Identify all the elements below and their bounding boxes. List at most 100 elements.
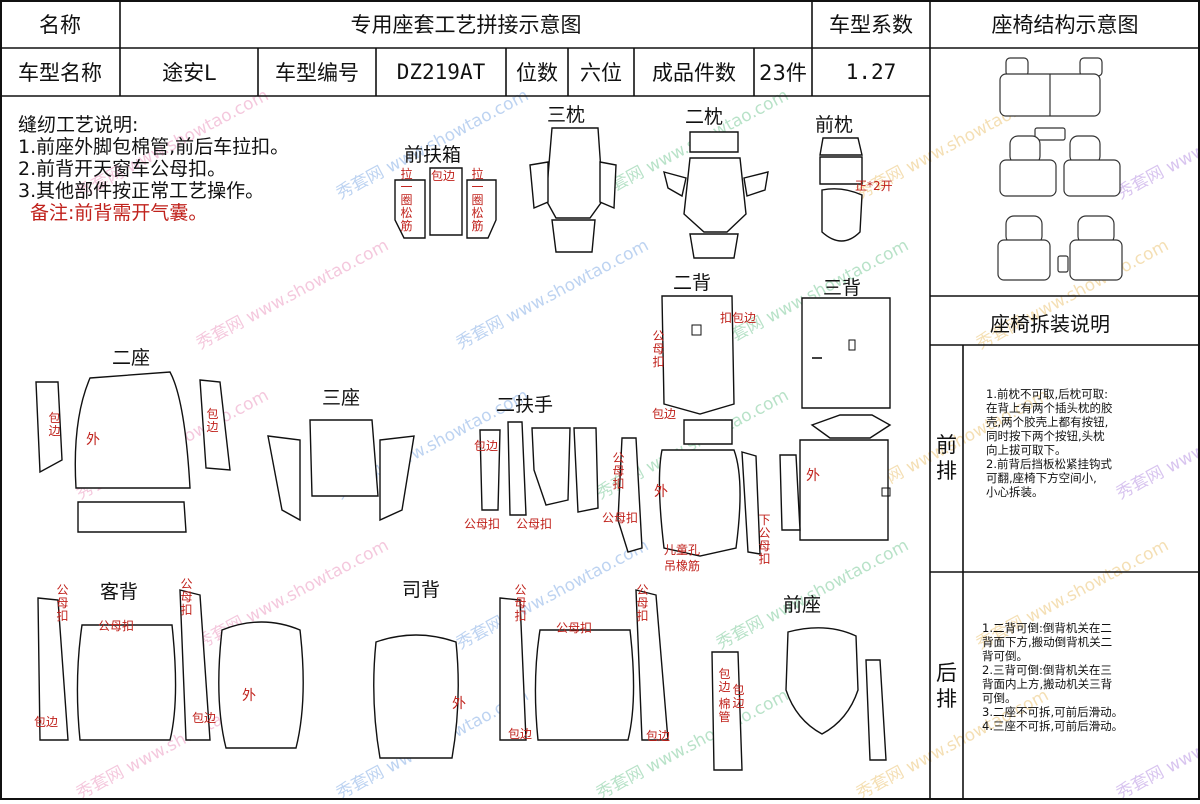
rear-text-line: 3.二座不可拆,可前后滑动。 — [982, 705, 1124, 719]
rear-text-line: 可倒。 — [982, 691, 1017, 705]
ann-snap-armrest-left: 公母扣 — [464, 517, 501, 531]
rear-text-line: 4.三座不可拆,可前后滑动。 — [982, 719, 1124, 733]
second-armrest-piece — [531, 427, 571, 506]
sewing-notes: 缝纫工艺说明: 1.前座外脚包棉管,前后车拉扣。 2.前背开天窗车公母扣。 3.… — [18, 114, 289, 224]
front-headrest-piece — [819, 156, 863, 185]
front-seat-piece — [711, 651, 743, 771]
front-text-line: 在背上有两个插头枕的胶 — [986, 401, 1113, 415]
ann-below-snap: 下公母扣 — [758, 513, 771, 566]
ann-snap-passenger-right: 公母扣 — [180, 577, 193, 617]
ann-wrap-second-seat-left: 包边 — [48, 411, 61, 438]
ann-wrap-second-back: 包边 — [652, 407, 677, 421]
front-row-instructions: 1.前枕不可取,后枕可取: 在背上有两个插头枕的胶 壳,两个胶壳上都有按钮, 同… — [986, 387, 1113, 499]
driver-back-piece — [534, 629, 635, 741]
ann-snap-driver-right: 公母扣 — [636, 583, 649, 623]
ann-wrap-passenger-right: 包边 — [192, 711, 217, 725]
front-row-label: 前排 — [936, 433, 957, 483]
notes-remark: 备注:前背需开气囊。 — [30, 202, 208, 224]
front-text-line: 同时按下两个按钮,头枕 — [986, 429, 1105, 443]
pieces-label: 成品件数 — [652, 61, 736, 85]
third-headrest-piece — [529, 161, 549, 210]
removal-title: 座椅拆装说明 — [990, 312, 1110, 336]
passenger-back-piece — [179, 589, 211, 741]
second-armrest-piece — [507, 421, 527, 516]
rear-text-line: 背面下方,搬动倒背机关二 — [982, 635, 1113, 649]
rear-row-label: 后排 — [936, 661, 957, 711]
model-name-label: 车型名称 — [18, 61, 102, 85]
ann-outside-passenger: 外 — [242, 688, 256, 704]
ann-outside-second-seat: 外 — [86, 432, 100, 448]
ann-snap-second-back: 公母扣 — [652, 329, 665, 369]
model-name: 途安L — [162, 61, 216, 85]
model-no-label: 车型编号 — [275, 61, 359, 85]
third-back-piece — [801, 297, 891, 409]
third-headrest-piece — [599, 161, 617, 210]
rear-text-line: 1.二背可倒:倒背机关在二 — [982, 621, 1112, 635]
ann-outside-driver: 外 — [452, 696, 466, 712]
label-front-headrest: 前枕 — [815, 114, 854, 136]
second-back-piece — [741, 451, 761, 555]
ann-pull-rubber-left: 拉一圈松筋 — [400, 167, 413, 233]
notes-item-3: 3.其他部件按正常工艺操作。 — [18, 180, 265, 202]
second-headrest-piece — [689, 131, 739, 153]
third-seat-piece — [309, 419, 379, 497]
coeff-value: 1.27 — [845, 60, 897, 84]
third-headrest-piece — [545, 127, 604, 219]
second-armrest-piece — [479, 429, 501, 511]
model-coeff-label: 车型系数 — [829, 13, 913, 37]
notes-item-1: 1.前座外脚包棉管,前后车拉扣。 — [18, 136, 290, 158]
second-headrest-piece — [663, 171, 687, 198]
ann-rubber-band: 吊橡筋 — [664, 559, 701, 573]
rear-text-line: 背面内上方,搬动机关三背 — [982, 677, 1113, 691]
ann-snap-passenger-left: 公母扣 — [56, 583, 69, 623]
ann-outside-second-back: 外 — [654, 484, 668, 500]
second-seat-piece — [77, 501, 187, 533]
second-back-piece — [683, 419, 733, 445]
label-second-back: 二背 — [673, 272, 712, 294]
front-text-line: 1.前枕不可取,后枕可取: — [986, 387, 1109, 401]
ann-wrap-driver-left: 包边 — [508, 727, 533, 741]
third-seat-piece — [267, 435, 301, 522]
notes-heading: 缝纫工艺说明: — [18, 114, 139, 136]
second-headrest-piece — [683, 157, 747, 233]
ann-wrap-front-seat-2: 包边 — [732, 683, 745, 710]
front-seat-piece — [785, 627, 859, 735]
front-armbox-piece — [429, 167, 463, 236]
label-third-headrest: 三枕 — [547, 104, 586, 126]
ann-wrap-passenger-left: 包边 — [34, 715, 59, 729]
ann-snap-driver-left: 公母扣 — [514, 583, 527, 623]
model-no: DZ219AT — [396, 60, 486, 84]
pieces-value: 23件 — [759, 61, 807, 85]
label-third-back: 三背 — [823, 277, 862, 299]
seat-structure-diagram — [997, 57, 1123, 281]
third-back-piece — [810, 414, 892, 439]
front-headrest-piece — [819, 137, 863, 156]
third-headrest-piece — [551, 219, 596, 253]
passenger-back-piece — [218, 621, 304, 749]
ann-snap-armrest-end: 公母扣 — [602, 511, 639, 525]
front-text-line: 小心拆装。 — [986, 485, 1044, 499]
rear-row-instructions: 1.二背可倒:倒背机关在二 背面下方,搬动倒背机关二 背可倒。 2.三背可倒:倒… — [982, 621, 1123, 733]
name-label: 名称 — [39, 13, 81, 37]
ann-wrap-driver-right: 包边 — [646, 729, 671, 743]
ann-kids-hole: 儿童孔 — [664, 543, 701, 557]
ann-snap-wrap-second-back: 扣包边 — [719, 311, 756, 325]
third-back-piece — [779, 454, 801, 531]
ann-snap-passenger-center: 公母扣 — [98, 619, 135, 633]
second-headrest-piece — [743, 171, 769, 197]
third-seat-piece — [379, 435, 415, 522]
label-second-armrest: 二扶手 — [496, 394, 554, 416]
seats-label: 位数 — [516, 61, 558, 85]
structure-title: 座椅结构示意图 — [991, 13, 1139, 37]
second-back-piece — [661, 295, 735, 415]
ann-snap-second-back-side: 公母扣 — [612, 451, 625, 491]
second-seat-piece — [35, 381, 63, 474]
label-front-seat: 前座 — [783, 594, 822, 616]
second-armrest-piece — [573, 427, 599, 513]
front-armbox-piece — [394, 179, 426, 239]
ann-tube-front-seat: 棉管 — [718, 697, 731, 724]
ann-wrap-armrest: 包边 — [474, 439, 499, 453]
front-text-line: 向上拔可取下。 — [986, 443, 1067, 457]
